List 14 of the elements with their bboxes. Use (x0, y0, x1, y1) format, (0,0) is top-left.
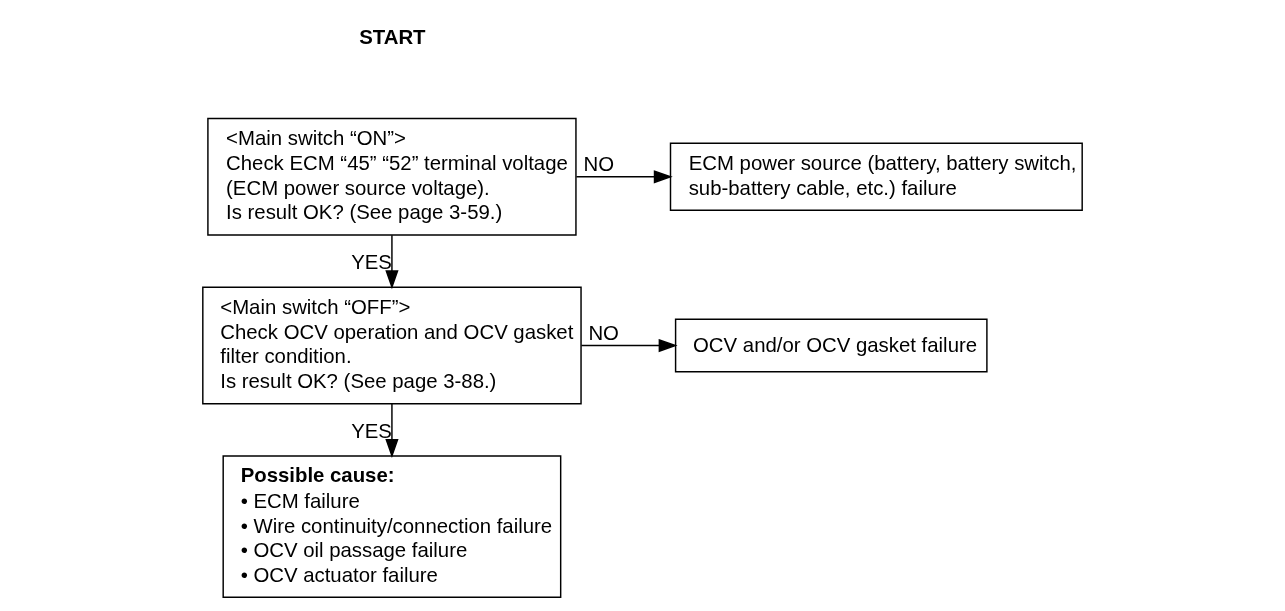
node-box: <Main switch “ON”> Check ECM “45” “52” terminal voltage (ECM power source voltage). Is result OK? (See page 3-59.) (207, 117, 577, 236)
node-box: Possible cause: • ECM failure • Wire continuity/connection failure • OCV oil passage failure • OCV actuator failure (222, 455, 562, 598)
edge-label: NO (583, 153, 615, 176)
label: START (359, 25, 426, 48)
arrow (385, 234, 399, 290)
node-box: <Main switch “OFF”> Check OCV operation and OCV gasket filter condition. Is result OK? (See page 3-88.) (202, 286, 582, 405)
arrow (580, 338, 678, 353)
edge-label: NO (588, 321, 619, 344)
arrow (575, 170, 673, 184)
node-box: ECM power source (battery, battery switch, sub-battery cable, etc.) failure (669, 142, 1083, 211)
arrow (385, 403, 399, 458)
edge-label: YES (351, 420, 392, 443)
edge-label: YES (351, 251, 392, 274)
node-box: OCV and/or OCV gasket failure (674, 318, 988, 373)
